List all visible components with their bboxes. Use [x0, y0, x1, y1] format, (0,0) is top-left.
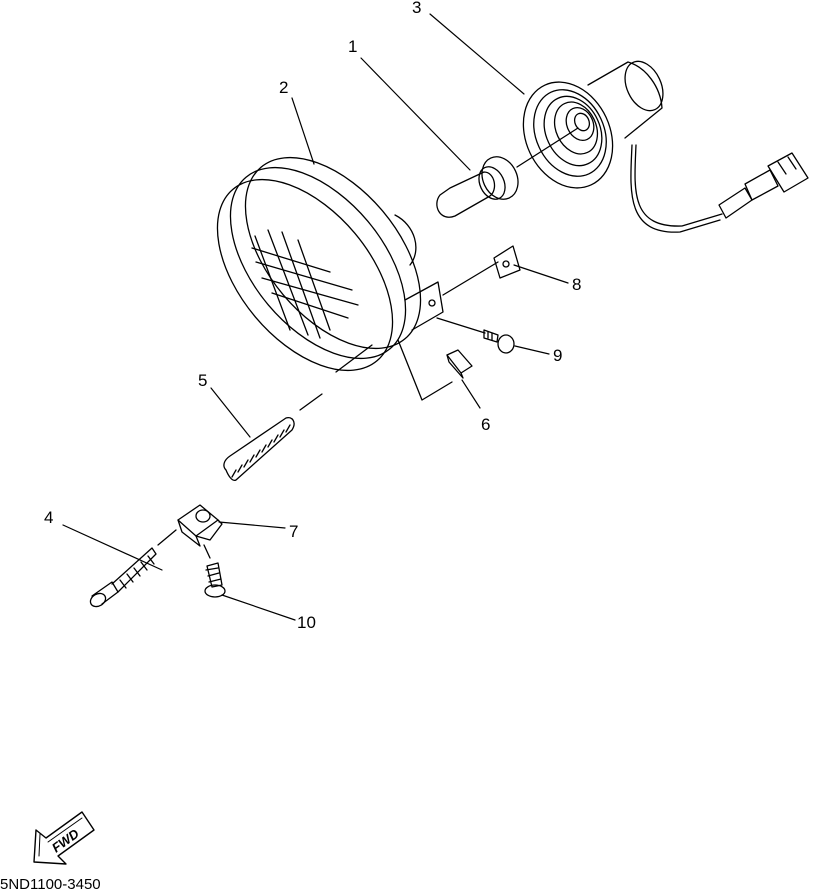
leader-8: [513, 264, 569, 284]
callout-6: 6: [481, 415, 490, 434]
part-2-headlight: [216, 156, 499, 401]
leader-2: [291, 97, 315, 165]
callout-3: 3: [412, 0, 421, 17]
leader-9: [514, 345, 550, 355]
leader-3: [429, 13, 525, 95]
part-4-bolt: [89, 529, 177, 608]
leader-10: [221, 594, 296, 621]
leader-1: [360, 57, 471, 171]
leader-7: [218, 521, 286, 529]
leader-lines: [62, 13, 569, 621]
callout-1: 1: [348, 37, 357, 56]
callout-10: 10: [297, 613, 316, 632]
part-8-nut: [493, 245, 521, 279]
fwd-arrow-icon: FWD: [33, 811, 95, 865]
part-1-bulb: [436, 127, 579, 218]
callout-2: 2: [279, 78, 288, 97]
callout-8: 8: [572, 275, 581, 294]
part-7-bracket: [177, 504, 223, 559]
part-6-clip: [446, 349, 473, 379]
callout-labels: 1 2 3 4 5 6 7 8 9 10: [44, 0, 581, 632]
part-10-screw: [204, 562, 226, 598]
leader-4: [62, 524, 163, 571]
callout-5: 5: [198, 371, 207, 390]
callout-7: 7: [289, 522, 298, 541]
part-code: 5ND1100-3450: [0, 876, 101, 892]
part-3-socket-assembly: [522, 60, 809, 233]
leader-5: [210, 387, 251, 438]
part-5-spring: [223, 393, 323, 481]
part-9-screw: [436, 317, 515, 354]
leader-6: [461, 379, 481, 409]
callout-9: 9: [553, 346, 562, 365]
callout-4: 4: [44, 508, 53, 527]
